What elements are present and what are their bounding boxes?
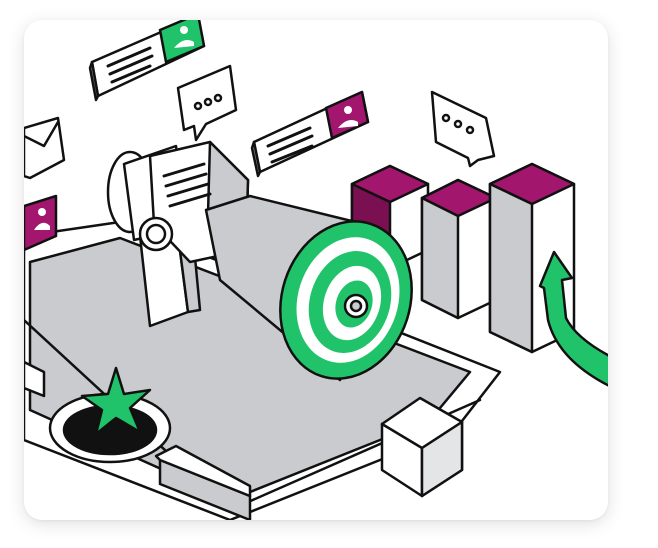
target-icon — [279, 220, 413, 380]
chat-bubble-icon — [176, 64, 238, 142]
user-card-icon — [88, 20, 206, 102]
user-card-icon — [250, 90, 370, 178]
chat-bubble-icon — [430, 90, 496, 168]
arrow-up-icon — [538, 250, 608, 398]
cube-icon — [24, 360, 46, 398]
cube-icon — [380, 396, 464, 498]
star-icon — [80, 366, 152, 436]
user-card-icon — [24, 194, 58, 252]
bar-chart-icon — [350, 162, 576, 354]
envelope-icon — [24, 116, 66, 180]
